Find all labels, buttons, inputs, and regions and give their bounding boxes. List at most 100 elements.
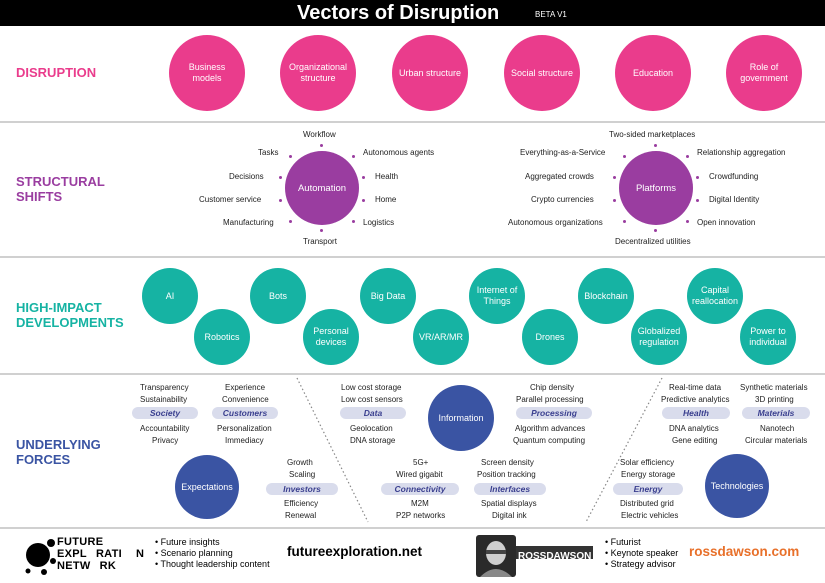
fen-url-link[interactable]: futureexploration.net <box>287 544 423 559</box>
disruption-business-models: Business models <box>169 35 245 111</box>
connector-dot <box>654 144 657 147</box>
development-vr-ar-mr: VR/AR/MR <box>413 309 469 365</box>
development-capital-reallocation: Capital reallocation <box>687 268 743 324</box>
section-label-line: HIGH-IMPACT <box>16 300 102 315</box>
interfaces-item: Spatial displays <box>481 499 537 508</box>
rd-bullet: • Keynote speaker <box>605 548 679 558</box>
energy-item: Electric vehicles <box>621 511 679 520</box>
automation-left-item: Manufacturing <box>223 218 274 227</box>
interfaces-item: Screen density <box>481 458 534 467</box>
rd-bullet: • Strategy advisor <box>605 559 676 569</box>
platforms-bottom: Decentralized utilities <box>615 237 691 246</box>
automation-top: Workflow <box>303 130 336 139</box>
rd-bullet: • Futurist <box>605 537 641 547</box>
processing-item: Chip density <box>530 383 575 392</box>
society-item: Privacy <box>152 436 179 445</box>
section-label-line: SHIFTS <box>16 189 63 204</box>
connectivity-item: M2M <box>411 499 429 508</box>
section-label-forces: UNDERLYING FORCES <box>16 437 101 467</box>
fen-dots-icon <box>25 539 56 575</box>
investors-item: Renewal <box>285 511 317 520</box>
information-hub: Information <box>428 385 494 451</box>
disruption-organizational-structure: Organizational structure <box>280 35 356 111</box>
divider <box>0 527 825 529</box>
section-label-disruption: DISRUPTION <box>16 65 97 80</box>
rd-url-link[interactable]: rossdawson.com <box>689 544 800 559</box>
society-item: Accountability <box>140 424 190 433</box>
connector-dot <box>352 220 355 223</box>
interfaces-label: Interfaces <box>474 483 546 495</box>
connector-dot <box>320 229 323 232</box>
connector-dot <box>654 229 657 232</box>
health-label: Health <box>662 407 730 419</box>
connector-dot <box>279 199 282 202</box>
connector-dot <box>289 155 292 158</box>
development-blockchain: Blockchain <box>578 268 634 324</box>
processing-label: Processing <box>516 407 592 419</box>
connector-dot <box>320 144 323 147</box>
connector-dot <box>623 155 626 158</box>
investors-item: Growth <box>287 458 313 467</box>
section-label-structural-shifts: STRUCTURAL SHIFTS <box>16 174 105 204</box>
platforms-right-item: Digital Identity <box>709 195 760 204</box>
investors-item: Scaling <box>289 470 316 479</box>
energy-item: Solar efficiency <box>620 458 675 467</box>
connector-dot <box>352 155 355 158</box>
automation-left-item: Decisions <box>229 172 264 181</box>
platforms-hub: Platforms <box>619 151 693 225</box>
rd-bullets: • Futurist • Keynote speaker • Strategy … <box>605 537 678 570</box>
energy-label: Energy <box>613 483 683 495</box>
connectivity-item: Wired gigabit <box>396 470 443 479</box>
connector-dot <box>696 199 699 202</box>
health-item: Real-time data <box>669 383 722 392</box>
development-bots: Bots <box>250 268 306 324</box>
health-item: DNA analytics <box>669 424 719 433</box>
customers-item: Immediacy <box>225 436 264 445</box>
connectivity-item: P2P networks <box>396 511 446 520</box>
interfaces-item: Position tracking <box>477 470 536 479</box>
interfaces-item: Digital ink <box>492 511 527 520</box>
connector-dot <box>686 220 689 223</box>
automation-bottom: Transport <box>303 237 337 246</box>
fen-logo-n: N <box>136 548 144 560</box>
beta-badge: BETA V1 <box>535 10 567 19</box>
investors-label: Investors <box>266 483 338 495</box>
automation-left-item: Tasks <box>258 148 279 157</box>
fen-bullet: • Future insights <box>155 537 220 547</box>
customers-item: Experience <box>225 383 266 392</box>
development-big-data: Big Data <box>360 268 416 324</box>
processing-item: Algorithm advances <box>515 424 586 433</box>
energy-item: Energy storage <box>621 470 676 479</box>
connector-dot <box>696 176 699 179</box>
connector-dot <box>613 199 616 202</box>
connectivity-item: 5G+ <box>413 458 429 467</box>
development-globalized-regulation: Globalized regulation <box>631 309 687 365</box>
connector-dot <box>686 155 689 158</box>
fen-bullets: • Future insights • Scenario planning • … <box>155 537 270 570</box>
title-bar: Vectors of Disruption BETA V1 <box>0 0 825 26</box>
connector-dot <box>289 220 292 223</box>
technologies-hub: Technologies <box>705 454 769 518</box>
development-ai: AI <box>142 268 198 324</box>
development-personal-devices: Personal devices <box>303 309 359 365</box>
connector-dot <box>623 220 626 223</box>
connector-dot <box>613 176 616 179</box>
development-power-to-individual: Power to individual <box>740 309 796 365</box>
section-label-developments: HIGH-IMPACT DEVELOPMENTS <box>16 300 124 330</box>
connector-dot <box>362 176 365 179</box>
disruption-urban-structure: Urban structure <box>392 35 468 111</box>
processing-item: Quantum computing <box>513 436 586 445</box>
platforms-left-item: Everything-as-a-Service <box>520 148 606 157</box>
portrait-icon <box>480 541 512 577</box>
platforms-right-item: Crowdfunding <box>709 172 759 181</box>
customers-label: Customers <box>212 407 278 419</box>
customers-item: Convenience <box>222 395 269 404</box>
divider <box>0 373 825 375</box>
divider <box>0 256 825 258</box>
data-item: Low cost sensors <box>341 395 403 404</box>
development-robotics: Robotics <box>194 309 250 365</box>
health-item: Predictive analytics <box>661 395 730 404</box>
